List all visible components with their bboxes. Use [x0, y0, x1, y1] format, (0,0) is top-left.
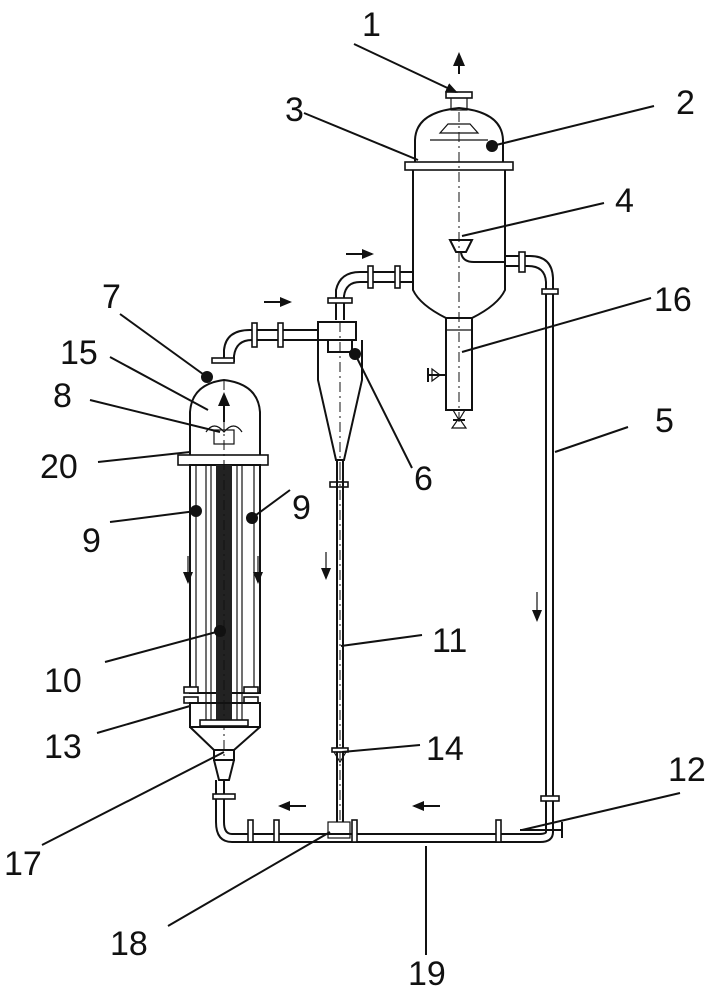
label-3: 3	[285, 91, 304, 129]
cyclone-inlet-pipe	[211, 297, 318, 364]
evaporator	[177, 378, 269, 781]
label-9-left: 9	[82, 522, 101, 560]
top-outlet-flange	[445, 91, 473, 99]
label-8: 8	[53, 377, 72, 415]
label-20: 20	[40, 448, 78, 486]
label-12: 12	[668, 751, 706, 789]
label-13: 13	[44, 728, 82, 766]
label-2: 2	[676, 84, 695, 122]
label-4: 4	[615, 182, 634, 220]
return-pipe	[505, 251, 560, 832]
label-11: 11	[432, 622, 467, 660]
number-labels: 1 2 3 4 5 6 7 8 9 9 10 11 12 13 14 15 16…	[4, 6, 706, 993]
leader-lines	[41, 43, 681, 955]
circulation-pipe	[212, 780, 563, 843]
inlet-diffuser	[448, 239, 474, 253]
label-19: 19	[408, 955, 446, 993]
label-5: 5	[655, 402, 674, 440]
heating-core	[216, 465, 232, 720]
label-14: 14	[426, 730, 464, 768]
label-10: 10	[44, 662, 82, 700]
separator-vessel	[404, 52, 514, 429]
tube-sheet-flange	[177, 454, 269, 466]
label-6: 6	[414, 460, 433, 498]
label-16: 16	[654, 281, 692, 319]
vapour-pipe	[327, 249, 413, 320]
label-15: 15	[60, 334, 98, 372]
label-18: 18	[110, 925, 148, 963]
label-9-right: 9	[292, 489, 311, 527]
cyclone-separator	[317, 321, 363, 822]
label-17: 17	[4, 845, 42, 883]
demister	[438, 123, 480, 134]
label-1: 1	[362, 6, 381, 44]
label-7: 7	[102, 278, 121, 316]
